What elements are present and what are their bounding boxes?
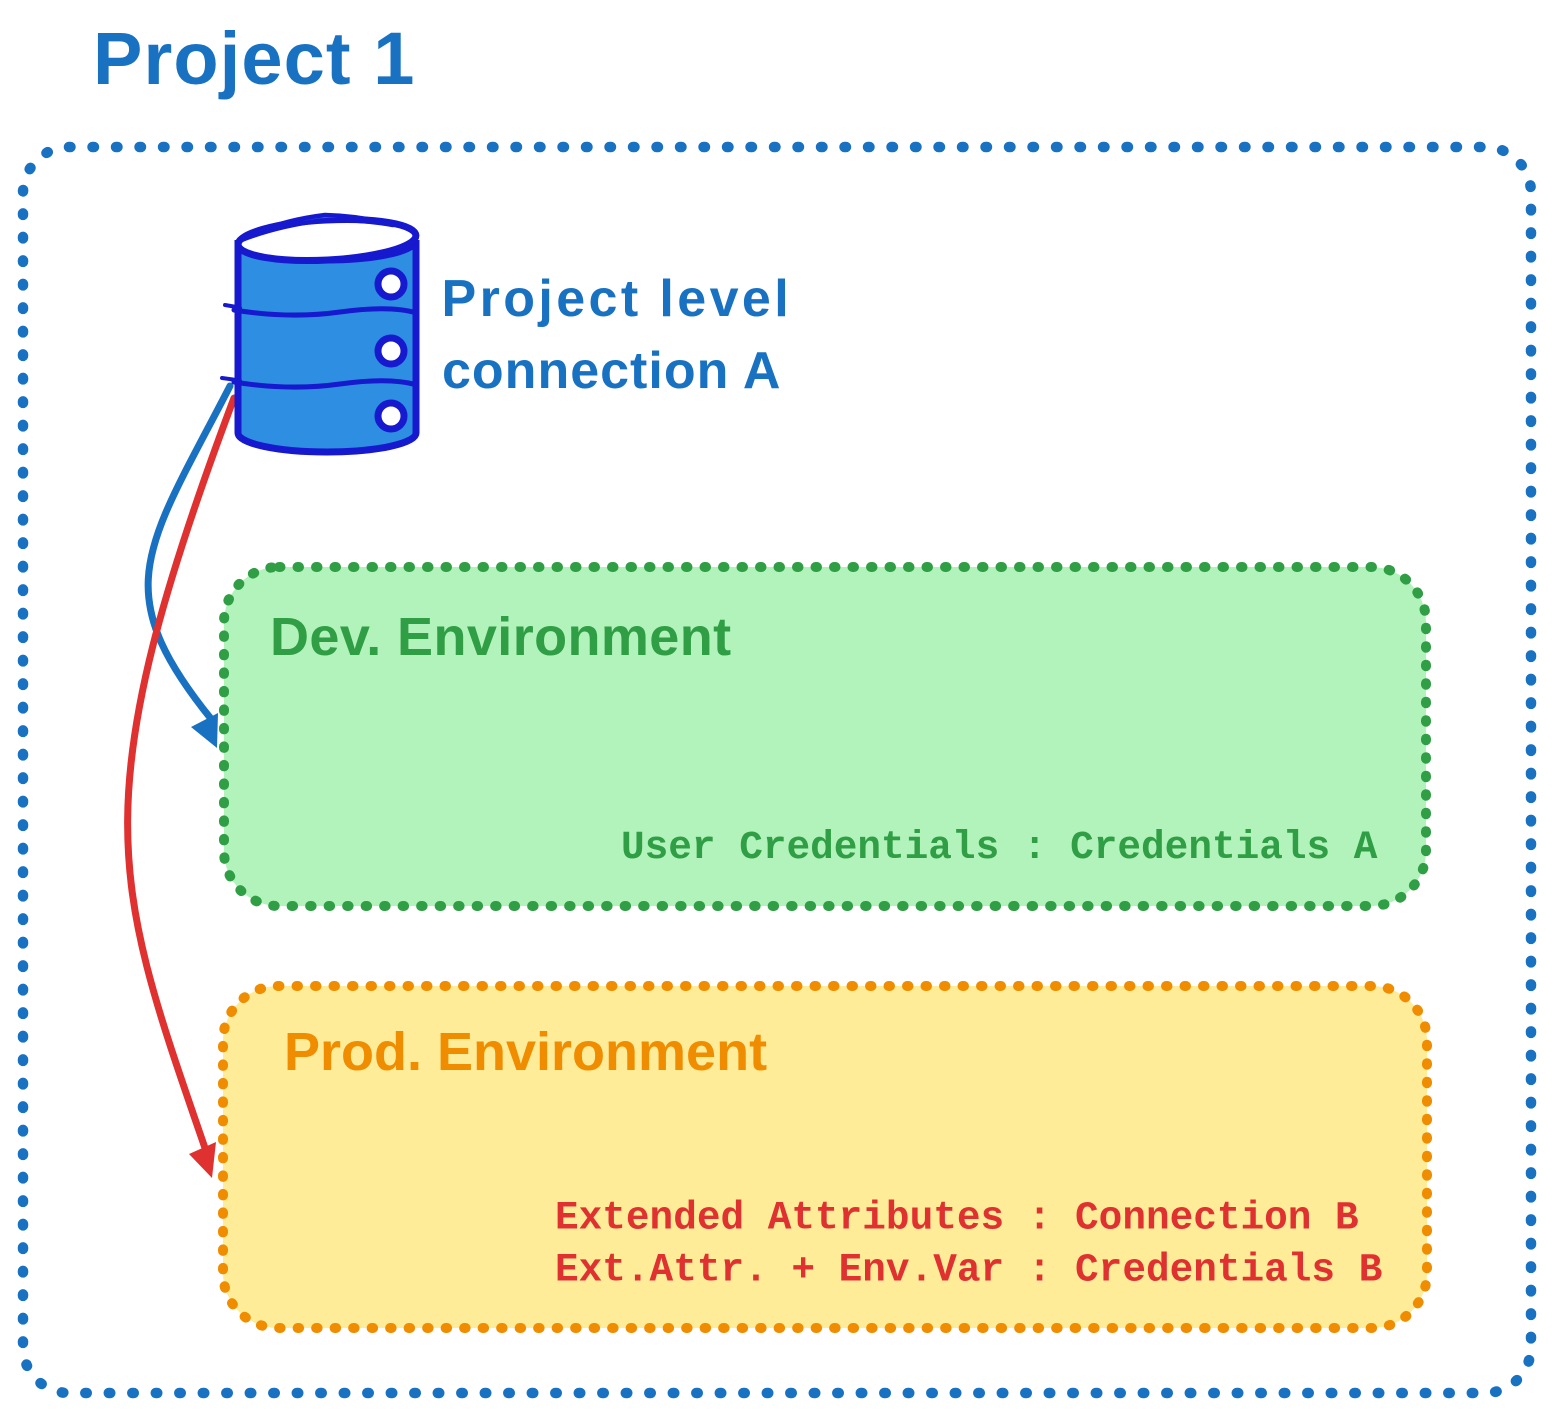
svg-text:connection A: connection A <box>442 342 781 400</box>
svg-text:Project 1: Project 1 <box>93 17 416 100</box>
svg-text:Extended Attributes : Connecti: Extended Attributes : Connection B <box>555 1196 1359 1241</box>
svg-text:Dev. Environment: Dev. Environment <box>270 607 732 667</box>
svg-text:Project level: Project level <box>442 270 793 328</box>
svg-text:Prod. Environment: Prod. Environment <box>284 1022 767 1082</box>
svg-text:Ext.Attr. + Env.Var : Credenti: Ext.Attr. + Env.Var : Credentials B <box>555 1248 1382 1293</box>
svg-text:User Credentials : Credentials: User Credentials : Credentials A <box>621 825 1378 870</box>
